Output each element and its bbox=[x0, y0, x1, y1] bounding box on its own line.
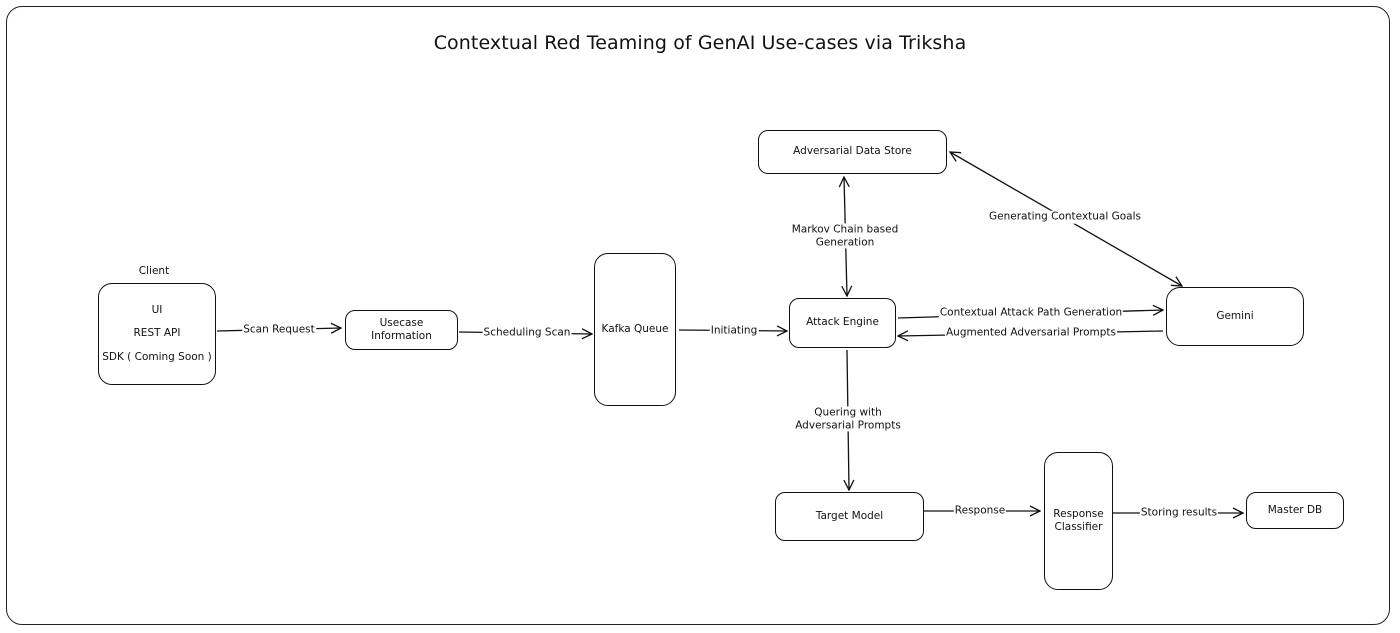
edge-label-initiating: Initiating bbox=[709, 324, 759, 338]
edge-label-scan-request: Scan Request bbox=[242, 323, 316, 337]
usecase-information-node: Usecase Information bbox=[345, 310, 458, 350]
quering-line-2: Adversarial Prompts bbox=[795, 419, 901, 431]
response-classifier-line-2: Classifier bbox=[1054, 521, 1103, 533]
master-db-node: Master DB bbox=[1246, 492, 1344, 529]
usecase-line-1: Usecase bbox=[379, 316, 424, 329]
quering-line-1: Quering with bbox=[814, 406, 882, 419]
edge-label-markov: Markov Chain based Generation bbox=[790, 223, 900, 249]
client-line-rest-api: REST API bbox=[133, 327, 181, 340]
client-line-sdk: SDK ( Coming Soon ) bbox=[102, 350, 212, 363]
adversarial-data-store-node: Adversarial Data Store bbox=[758, 130, 947, 174]
edge-label-contextual-goals: Generating Contextual Goals bbox=[987, 210, 1143, 224]
target-model-label: Target Model bbox=[815, 509, 884, 522]
edge-label-scheduling-scan: Scheduling Scan bbox=[482, 326, 572, 340]
edge-label-storing: Storing results bbox=[1139, 506, 1219, 520]
edge-label-augmented-prompts: Augmented Adversarial Prompts bbox=[944, 326, 1118, 340]
attack-engine-label: Attack Engine bbox=[806, 316, 879, 329]
response-classifier-node: Response Classifier bbox=[1044, 452, 1113, 590]
client-caption: Client bbox=[138, 265, 170, 277]
usecase-line-2: Information bbox=[371, 330, 432, 342]
edge-label-response: Response bbox=[953, 504, 1007, 518]
kafka-queue-label: Kafka Queue bbox=[601, 322, 669, 335]
gemini-label: Gemini bbox=[1216, 309, 1254, 322]
markov-line-1: Markov Chain based bbox=[791, 223, 899, 236]
kafka-queue-node: Kafka Queue bbox=[594, 253, 676, 406]
attack-engine-node: Attack Engine bbox=[789, 298, 896, 348]
diagram-title: Contextual Red Teaming of GenAI Use-case… bbox=[433, 32, 967, 54]
master-db-label: Master DB bbox=[1267, 503, 1323, 516]
gemini-node: Gemini bbox=[1166, 287, 1304, 346]
diagram-frame bbox=[6, 6, 1390, 625]
client-line-ui: UI bbox=[151, 304, 163, 317]
edge-label-attack-path: Contextual Attack Path Generation bbox=[938, 306, 1124, 320]
edge-label-quering: Quering with Adversarial Prompts bbox=[794, 406, 902, 432]
target-model-node: Target Model bbox=[775, 492, 924, 541]
adversarial-data-store-label: Adversarial Data Store bbox=[793, 145, 912, 158]
client-node: UI REST API SDK ( Coming Soon ) bbox=[98, 283, 216, 385]
response-classifier-line-1: Response bbox=[1053, 507, 1104, 520]
markov-line-2: Generation bbox=[815, 236, 875, 248]
